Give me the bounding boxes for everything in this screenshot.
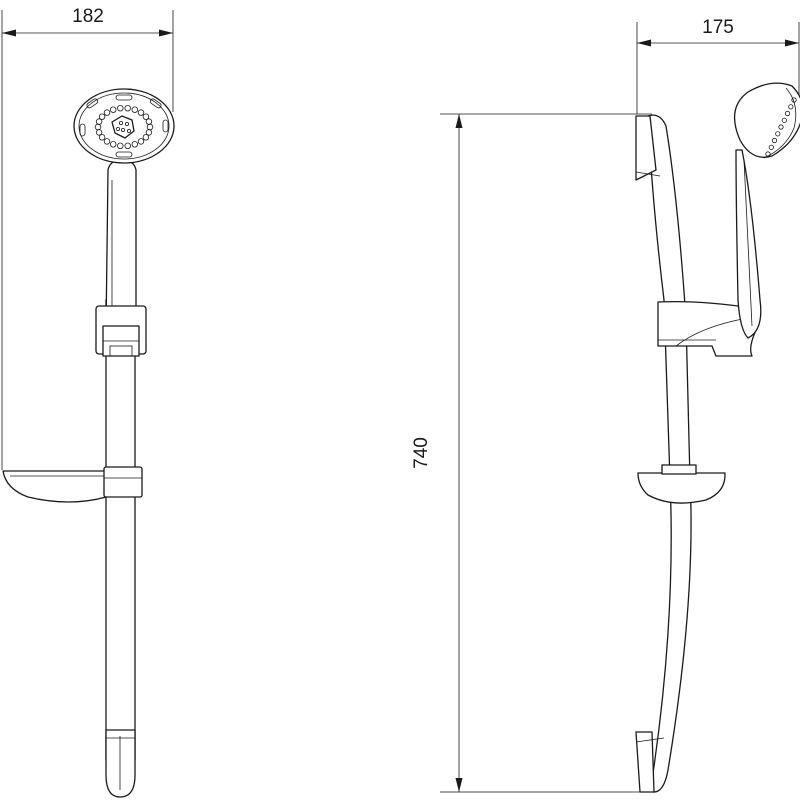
arrowhead-left — [2, 29, 16, 37]
dimension-side-depth: 175 — [636, 17, 800, 114]
dimension-label-front-width: 182 — [72, 6, 104, 27]
spray-nozzle — [131, 141, 138, 148]
side-spray-nozzle — [788, 104, 794, 110]
side-spray-nozzle — [768, 144, 774, 150]
head-inner-rim — [78, 92, 170, 160]
rim-slot-top-right — [149, 98, 162, 109]
bottom-end-cap — [105, 729, 136, 798]
side-spray-nozzle — [765, 151, 771, 157]
rim-slot-top — [115, 94, 133, 101]
spray-nozzle — [142, 113, 150, 120]
dimension-label-side-depth: 175 — [702, 17, 734, 38]
dimension-height: 740 — [411, 113, 655, 793]
spray-nozzle — [103, 138, 111, 145]
front-view: 182 — [1, 6, 175, 798]
side-soap-dish — [637, 472, 726, 504]
spray-nozzle — [137, 138, 145, 145]
nozzle-dot — [119, 121, 124, 126]
spray-nozzle — [109, 141, 117, 148]
spray-nozzle — [98, 134, 106, 141]
side-holder-curve — [675, 317, 749, 347]
nozzle-dot — [127, 128, 132, 133]
side-head-nozzles — [765, 97, 797, 157]
side-spray-nozzle — [778, 124, 784, 130]
spray-nozzle-ring — [94, 104, 154, 149]
side-soap-dish-clamp — [661, 464, 697, 475]
spray-nozzle — [124, 104, 131, 112]
wall-bracket-top — [635, 115, 657, 181]
holder-clamp-notch — [109, 345, 133, 357]
spray-nozzle — [145, 129, 153, 136]
arrowhead-left — [637, 39, 651, 47]
arrowhead-right — [785, 39, 799, 47]
nozzle-dot — [116, 127, 121, 132]
spray-nozzle — [95, 118, 103, 125]
rim-slot-right — [162, 119, 169, 133]
wall-bracket-top-line — [635, 171, 661, 177]
shower-head-face — [73, 88, 175, 164]
side-view: 175 740 — [411, 17, 800, 793]
spray-nozzle — [117, 142, 124, 149]
side-spray-nozzle — [771, 137, 778, 144]
dimension-front-width: 182 — [1, 6, 174, 470]
side-spray-nozzle — [781, 117, 787, 123]
wall-bracket-bottom-line — [635, 737, 665, 743]
spray-nozzle — [145, 118, 153, 125]
spray-nozzle — [137, 109, 145, 116]
nozzle-dot — [125, 122, 130, 127]
side-spray-nozzle — [784, 110, 791, 117]
spray-nozzle — [117, 104, 124, 112]
spray-nozzle — [142, 134, 150, 141]
arrowhead-bottom — [455, 778, 463, 792]
spray-nozzle — [124, 142, 131, 149]
side-handle-edge — [743, 159, 753, 327]
spray-nozzle — [98, 113, 106, 120]
spray-nozzle — [109, 106, 117, 113]
handset-handle — [105, 159, 137, 331]
arrowhead-right — [159, 29, 173, 37]
side-spray-nozzle — [791, 97, 797, 103]
spray-nozzle — [103, 109, 111, 116]
slide-rail — [105, 299, 136, 761]
soap-dish — [2, 470, 107, 503]
rim-slot-left — [79, 123, 86, 137]
side-rail-back-edge — [647, 115, 672, 793]
side-shower-head — [733, 82, 800, 158]
rim-slot-top-left — [86, 98, 99, 109]
nozzle-dot — [121, 127, 126, 132]
side-spray-nozzle — [775, 131, 781, 137]
arrowhead-top — [455, 114, 463, 128]
dimension-label-height: 740 — [411, 437, 432, 469]
rim-slot-bottom — [115, 151, 133, 158]
wall-bracket-bottom — [635, 731, 655, 793]
soap-dish-clamp — [103, 466, 143, 498]
spray-nozzle — [131, 106, 138, 113]
